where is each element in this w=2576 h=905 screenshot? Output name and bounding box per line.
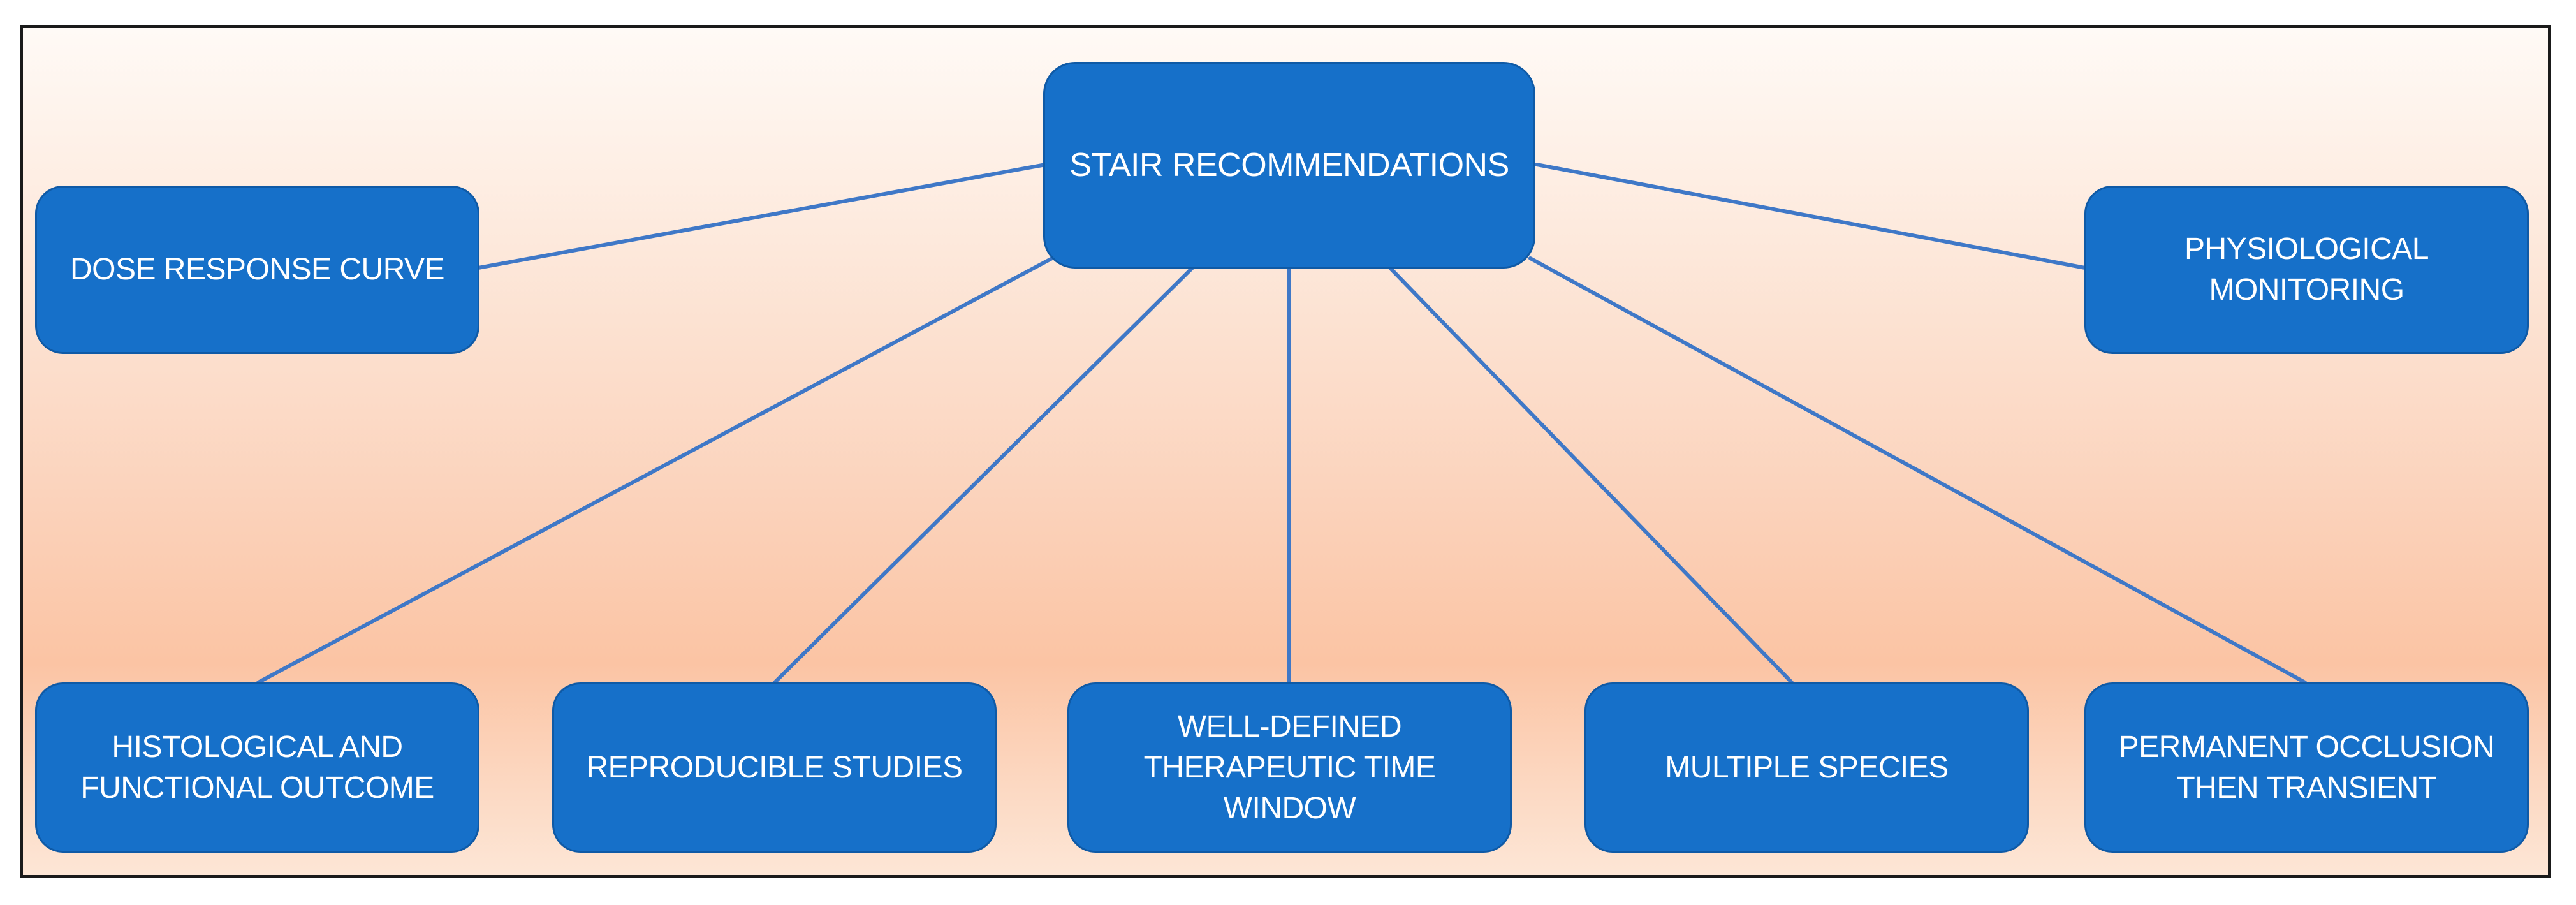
node-physiological-monitoring: PHYSIOLOGICAL MONITORING	[2084, 186, 2529, 354]
node-reproducible-studies: REPRODUCIBLE STUDIES	[552, 682, 997, 853]
connector-dose	[476, 163, 1048, 270]
node-multiple-species: MULTIPLE SPECIES	[1584, 682, 2029, 853]
node-therapeutic-time-window: WELL-DEFINED THERAPEUTIC TIME WINDOW	[1067, 682, 1512, 853]
node-histological-functional-outcome: HISTOLOGICAL AND FUNCTIONAL OUTCOME	[35, 682, 479, 853]
node-stair-recommendations: STAIR RECOMMENDATIONS	[1043, 62, 1535, 269]
connector-species	[1388, 266, 1794, 684]
node-dose-response-curve: DOSE RESPONSE CURVE	[35, 186, 479, 354]
node-permanent-occlusion: PERMANENT OCCLUSION THEN TRANSIENT	[2084, 682, 2529, 853]
connector-repro	[773, 266, 1194, 684]
connector-histo	[256, 256, 1054, 684]
connector-occlusion	[1528, 256, 2307, 684]
connector-physio	[1535, 163, 2087, 270]
